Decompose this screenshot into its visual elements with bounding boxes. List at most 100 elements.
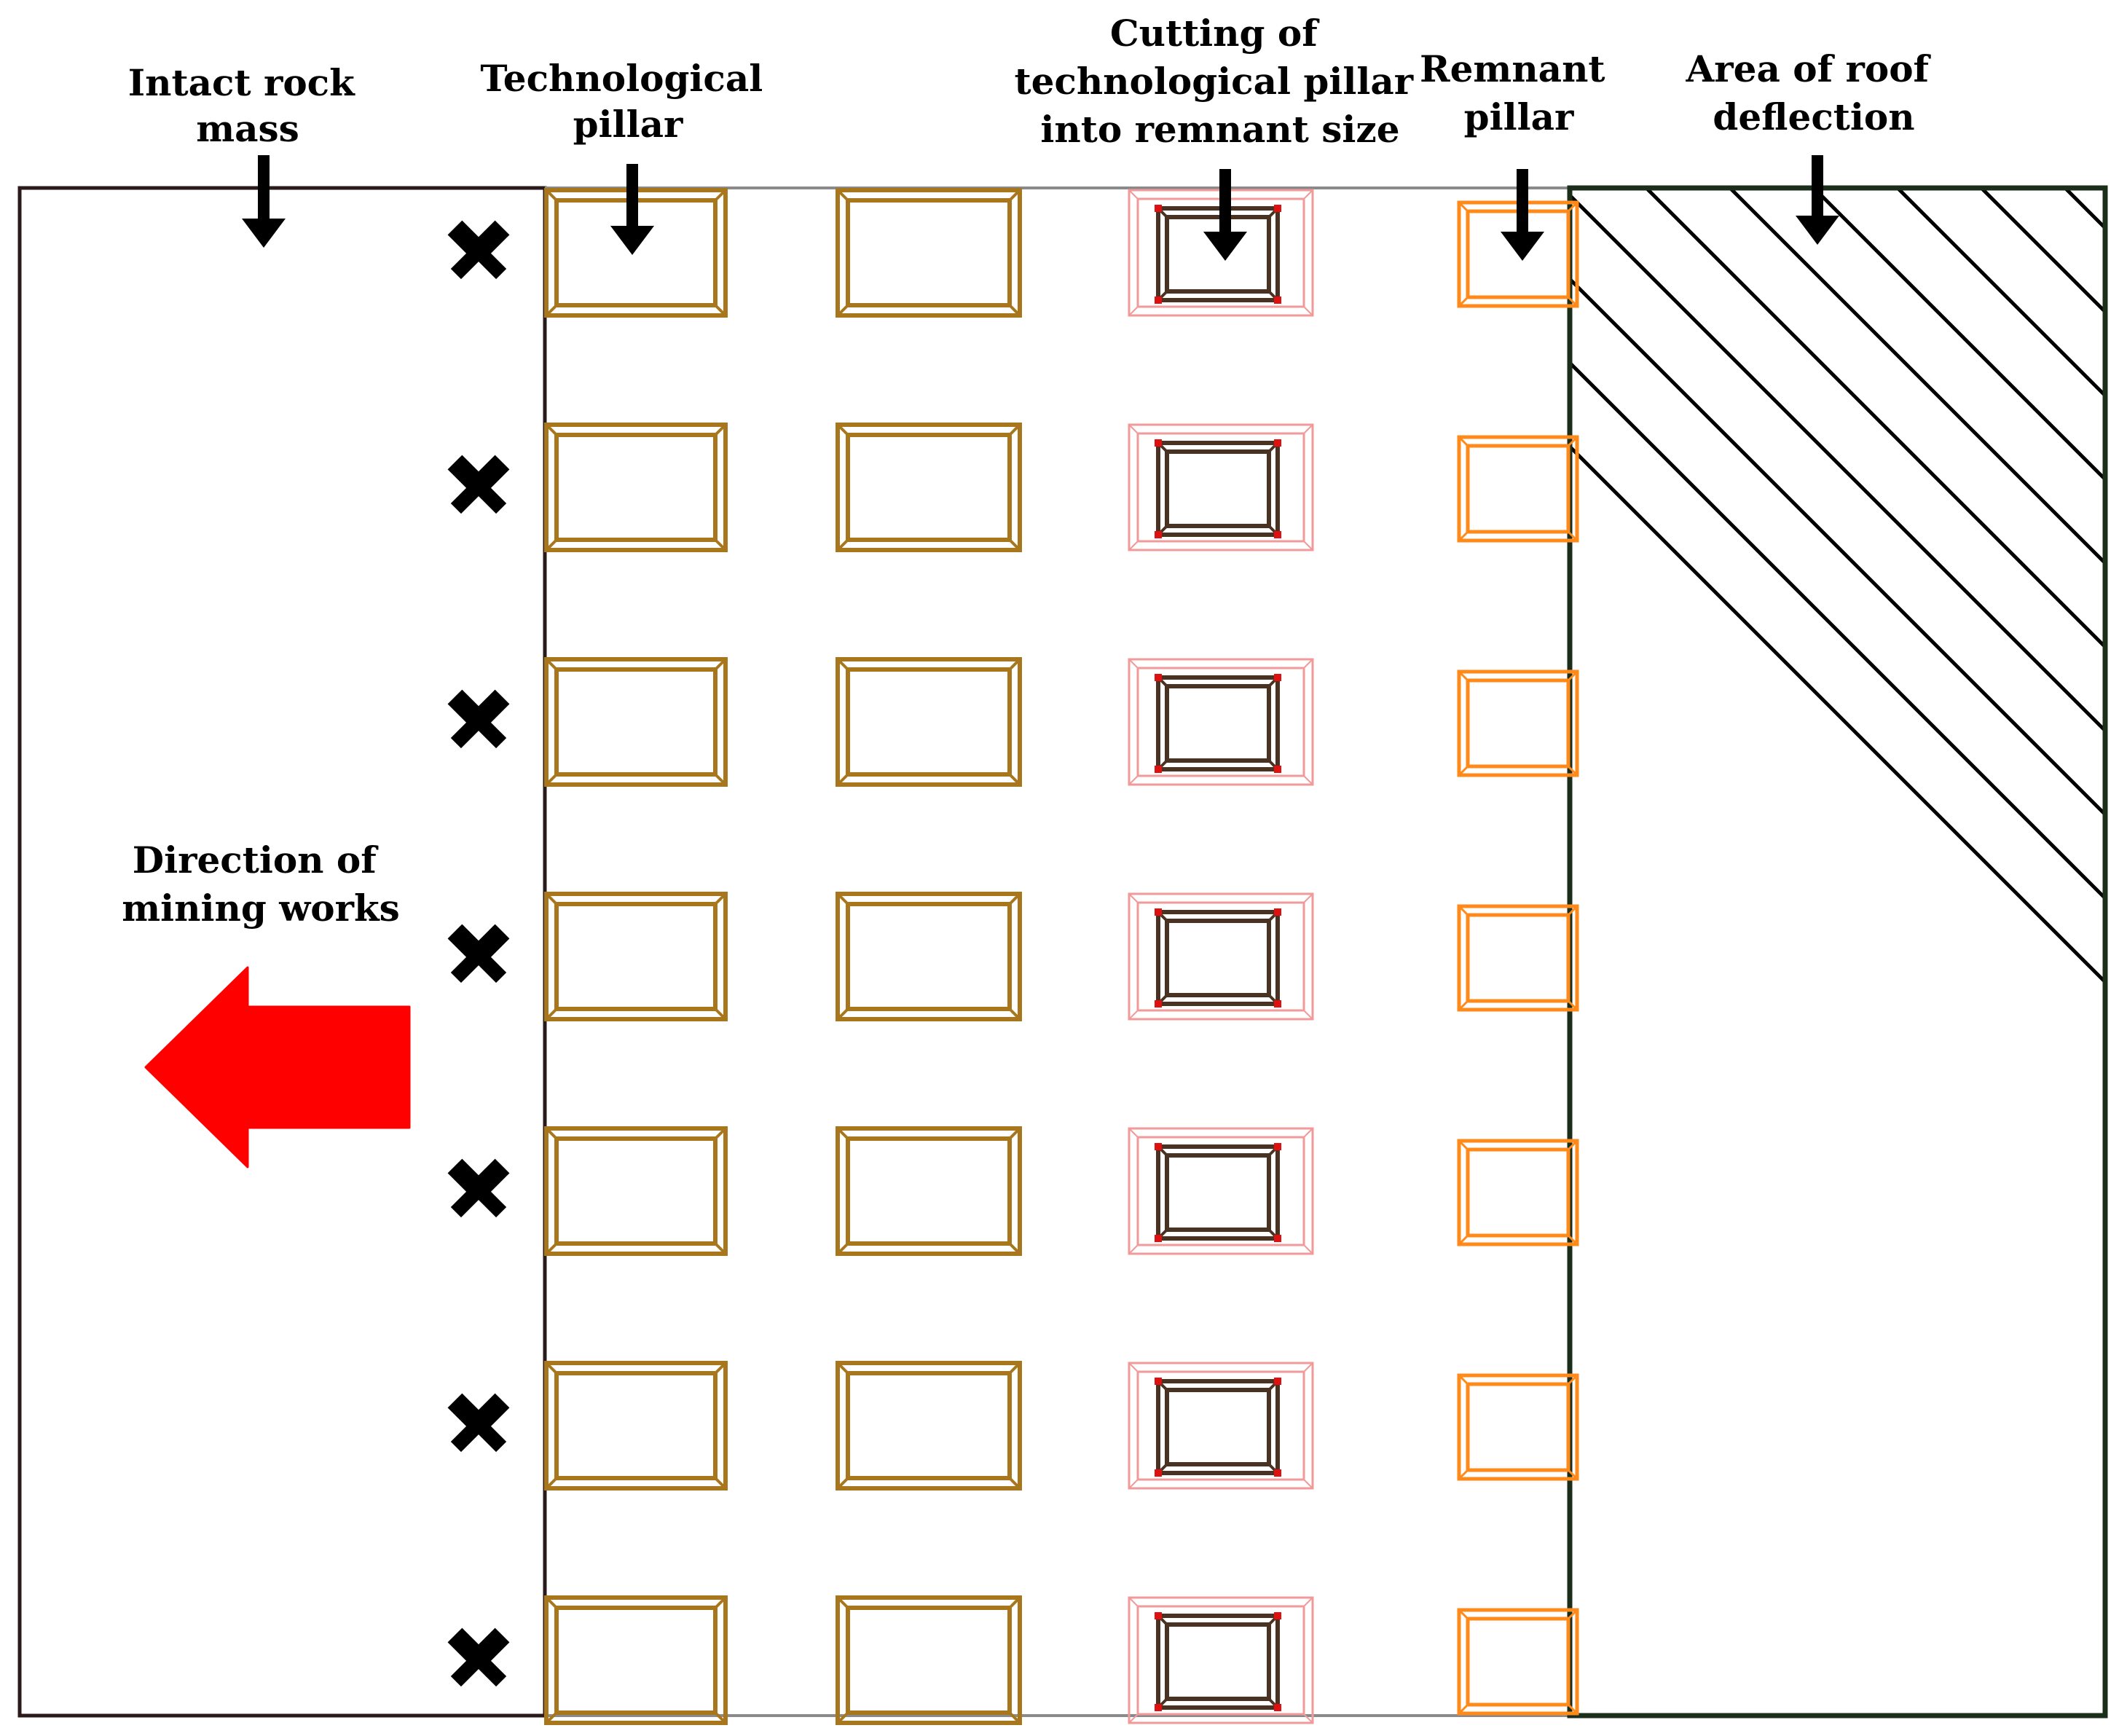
cutting-outer-frame-corner bbox=[1303, 424, 1313, 434]
remnant-pillar-corner bbox=[1458, 1234, 1469, 1246]
technological-pillar-corner bbox=[836, 1362, 849, 1375]
technological-pillar-corner bbox=[836, 658, 849, 671]
down-arrow-icon bbox=[242, 155, 286, 248]
pillar-row bbox=[544, 657, 1579, 787]
cutting-inner-frame-inner bbox=[1165, 684, 1271, 763]
technological-pillar-corner bbox=[1008, 1008, 1021, 1021]
label-line: into remnant size bbox=[1040, 108, 1399, 151]
remnant-pillar-corner bbox=[1567, 670, 1579, 682]
technological-pillar bbox=[544, 892, 728, 1021]
hatch-line bbox=[1980, 188, 2105, 315]
technological-pillar-outer bbox=[836, 1595, 1022, 1725]
cutting-outer-frame-corner bbox=[1128, 1010, 1139, 1020]
cutting-outer-frame-corner bbox=[1128, 775, 1139, 785]
cutting-corner-mark bbox=[1274, 531, 1281, 538]
cutting-outer-frame-corner bbox=[1128, 1244, 1139, 1254]
remnant-pillar-inner bbox=[1466, 1382, 1570, 1472]
technological-pillar-corner bbox=[714, 773, 727, 786]
remnant-pillar-corner bbox=[1567, 296, 1579, 307]
technological-pillar-corner bbox=[714, 1127, 727, 1140]
remnant-pillar-corner bbox=[1458, 1139, 1469, 1151]
pillar-row bbox=[544, 1126, 1579, 1256]
cutting-outer-frame-corner bbox=[1303, 775, 1313, 785]
crossed-hammers-icon bbox=[432, 674, 525, 749]
label-line: Intact rock bbox=[128, 61, 355, 104]
label-line: pillar bbox=[1464, 95, 1574, 138]
cutting-corner-mark bbox=[1155, 439, 1162, 447]
cutting-inner-frame-inner bbox=[1165, 215, 1271, 294]
cutting-outer-frame-outer bbox=[1128, 658, 1314, 786]
cutting-corner-mark bbox=[1155, 1000, 1162, 1008]
technological-pillar-corner bbox=[1008, 1362, 1021, 1375]
technological-pillar-corner bbox=[545, 892, 558, 906]
technological-pillar-inner bbox=[554, 667, 718, 777]
cutting-outer-frame bbox=[1128, 892, 1314, 1021]
remnant-pillar-outer bbox=[1457, 904, 1579, 1012]
technological-pillar-inner bbox=[846, 667, 1012, 777]
cutting-label: Cutting of technological pillar into rem… bbox=[1014, 12, 1426, 151]
cutting-inner-frame-inner bbox=[1165, 1153, 1271, 1232]
technological-pillar-inner bbox=[554, 902, 718, 1011]
label-line: Direction of bbox=[133, 838, 380, 881]
cutting-inner-frame bbox=[1156, 441, 1280, 537]
remnant-pillar-corner bbox=[1567, 1139, 1579, 1151]
cutting-outer-frame-corner bbox=[1303, 189, 1313, 200]
remnant-pillar-inner bbox=[1466, 1617, 1570, 1707]
technological-pillar bbox=[544, 1361, 728, 1490]
technological-pillar-corner bbox=[1008, 1477, 1021, 1490]
cutting-outer-frame-corner bbox=[1303, 541, 1313, 551]
technological-pillar-corner bbox=[714, 304, 727, 317]
cutting-outer-frame-corner bbox=[1128, 189, 1139, 200]
cutting-corner-mark bbox=[1155, 1704, 1162, 1711]
technological-pillar bbox=[836, 657, 1022, 787]
technological-pillar-outer bbox=[544, 1595, 728, 1725]
cutting-pillar bbox=[1128, 658, 1314, 786]
remnant-pillar bbox=[1457, 1139, 1579, 1246]
cutting-outer-frame-corner bbox=[1303, 659, 1313, 669]
cutting-corner-mark bbox=[1274, 1000, 1281, 1008]
technological-pillar-outer bbox=[544, 1126, 728, 1256]
label-line: Remnant bbox=[1420, 47, 1605, 90]
technological-pillar-corner bbox=[714, 1596, 727, 1609]
technological-pillar-corner bbox=[545, 1711, 558, 1724]
cutting-corner-mark bbox=[1274, 1235, 1281, 1242]
cutting-inner-frame-inner bbox=[1165, 1388, 1271, 1466]
technological-pillar-corner bbox=[1008, 892, 1021, 906]
label-line: deflection bbox=[1713, 95, 1914, 138]
technological-pillar-corner bbox=[714, 1008, 727, 1021]
technological-pillar-corner bbox=[545, 538, 558, 551]
cutting-corner-mark bbox=[1274, 766, 1281, 773]
label-line: Cutting of bbox=[1110, 12, 1320, 55]
down-arrow-icon bbox=[1203, 169, 1247, 261]
remnant-pillar-inner bbox=[1466, 1147, 1570, 1238]
technological-pillar-inner bbox=[846, 1606, 1012, 1715]
label-line: mining works bbox=[122, 887, 400, 930]
cutting-corner-mark bbox=[1155, 1469, 1162, 1477]
remnant-pillar-outer bbox=[1457, 669, 1579, 777]
technological-pillar-corner bbox=[714, 423, 727, 436]
cutting-corner-mark bbox=[1155, 205, 1162, 212]
technological-pillar-corner bbox=[714, 892, 727, 906]
hatch-line bbox=[1896, 188, 2105, 398]
cutting-corner-mark bbox=[1274, 1704, 1281, 1711]
cutting-outer-frame-corner bbox=[1128, 424, 1139, 434]
technological-pillar bbox=[836, 892, 1022, 1021]
technological-pillar-corner bbox=[836, 773, 849, 786]
technological-pillar-corner bbox=[1008, 773, 1021, 786]
cutting-inner-frame-outer bbox=[1156, 675, 1280, 771]
cutting-corner-mark bbox=[1274, 439, 1281, 447]
cutting-pillar bbox=[1128, 1127, 1314, 1255]
technological-pillar bbox=[544, 423, 728, 552]
label-line: Technological bbox=[480, 57, 763, 100]
remnant-pillar-corner bbox=[1567, 1234, 1579, 1246]
remnant-pillar-label: Remnant pillar bbox=[1420, 47, 1618, 138]
remnant-pillar-corner bbox=[1458, 436, 1469, 447]
cutting-corner-mark bbox=[1155, 1612, 1162, 1619]
technological-pillar-outer bbox=[836, 423, 1022, 552]
remnant-pillar-corner bbox=[1567, 1703, 1579, 1715]
technological-pillar-corner bbox=[714, 538, 727, 551]
technological-pillar-corner bbox=[714, 189, 727, 202]
direction-arrow-icon bbox=[144, 966, 411, 1169]
technological-pillar-corner bbox=[545, 1127, 558, 1140]
